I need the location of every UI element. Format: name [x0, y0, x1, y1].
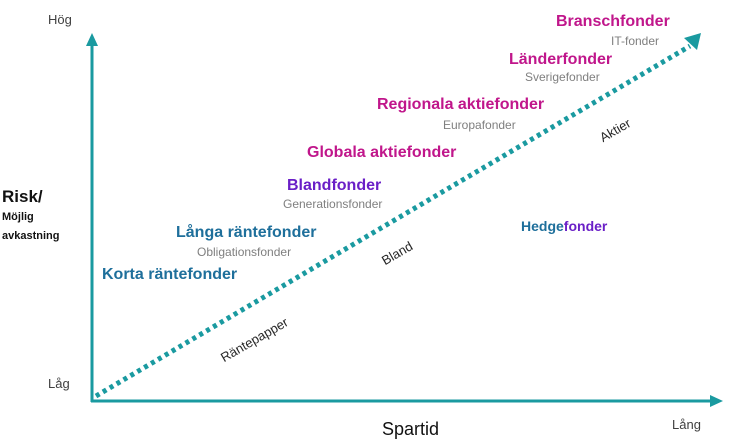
fund-blandfonder: Blandfonder: [287, 177, 382, 194]
fund-branschfonder-example: IT-fonder: [611, 34, 660, 48]
fund-hedgefonder: Hedgefonder: [521, 219, 607, 233]
fund-globala-aktiefonder: Globala aktiefonder: [307, 144, 457, 161]
y-axis-subtitle-2: avkastning: [2, 230, 60, 242]
x-axis-arrowhead: [710, 395, 723, 407]
fund-landerfonder: Länderfonder: [509, 51, 613, 68]
y-axis-subtitle-1: Möjlig: [2, 211, 34, 223]
fund-blandfonder-example: Generationsfonder: [283, 197, 383, 211]
fund-regionala-aktiefonder: Regionala aktiefonder: [377, 96, 545, 113]
fund-branschfonder: Branschfonder: [556, 13, 670, 30]
fund-regionala-example: Europafonder: [443, 118, 516, 132]
fund-landerfonder-example: Sverigefonder: [525, 70, 600, 84]
fund-langa-example: Obligationsfonder: [197, 245, 292, 259]
y-axis-arrowhead: [86, 33, 98, 46]
fund-langa-rantefonder: Långa räntefonder: [176, 224, 317, 241]
fund-hedgefonder-part2: fonder: [563, 218, 608, 234]
diagonal-trend-line: [94, 43, 692, 399]
y-axis-title: Risk/: [2, 187, 43, 206]
y-axis-low-label: Låg: [48, 376, 70, 391]
diagonal-arrowhead: [684, 33, 701, 50]
y-axis-high-label: Hög: [48, 12, 72, 27]
x-axis-long-label: Lång: [672, 417, 701, 432]
fund-hedgefonder-part1: Hedge: [521, 218, 564, 234]
fund-korta-rantefonder: Korta räntefonder: [102, 266, 238, 283]
x-axis-title: Spartid: [382, 419, 440, 439]
